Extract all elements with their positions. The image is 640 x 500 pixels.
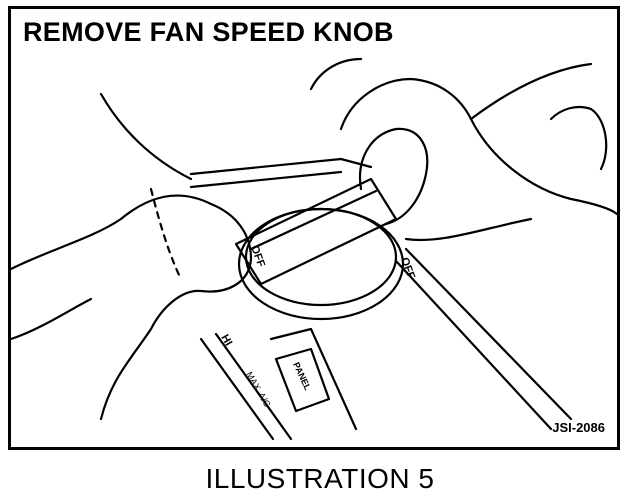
- knob-removal-drawing: OFF OFF HI MAX. A/C PANEL: [11, 57, 617, 441]
- illustration-frame: REMOVE FAN SPEED KNOB: [8, 6, 620, 450]
- panel-edge-right: [394, 259, 553, 431]
- illustration-title: REMOVE FAN SPEED KNOB: [23, 17, 394, 47]
- panel-outline: [189, 157, 373, 176]
- panel-edge-left: [214, 332, 293, 441]
- left-hand: [11, 194, 253, 421]
- right-hand: [339, 77, 617, 216]
- panel-button: [274, 347, 331, 413]
- panel-label-hi: HI: [218, 333, 234, 349]
- panel-edge-left: [199, 337, 275, 441]
- figure-code: JSI-2086: [552, 420, 605, 435]
- knob-ring-inner: [244, 207, 398, 307]
- panel-label-button: PANEL: [291, 361, 313, 393]
- panel-edge-right: [404, 247, 573, 421]
- knob-grip: [234, 177, 398, 286]
- illustration-caption: ILLUSTRATION 5: [205, 463, 435, 494]
- panel-outline: [189, 170, 343, 189]
- panel-inner: [269, 327, 358, 431]
